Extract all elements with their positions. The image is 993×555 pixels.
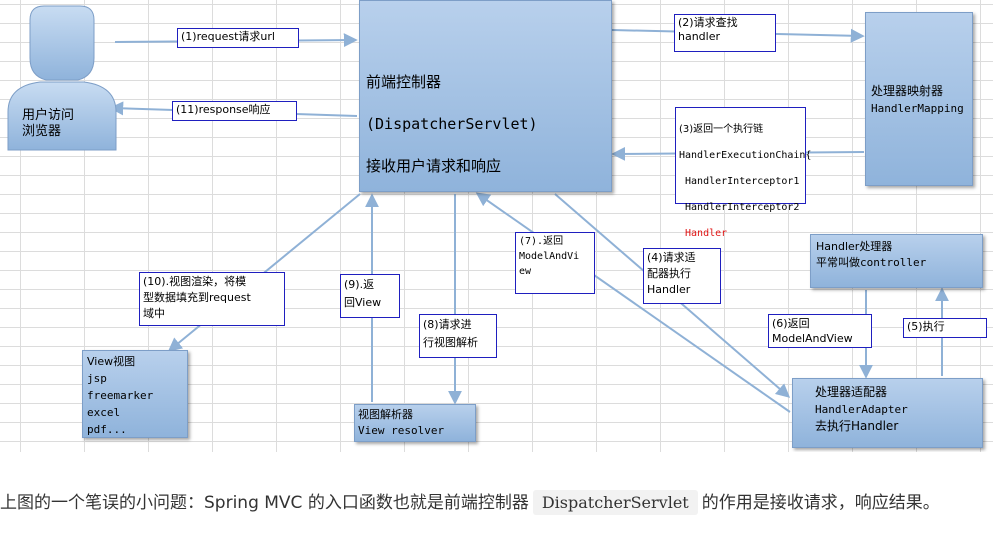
view-item: freemarker	[87, 389, 154, 402]
step-11-label: (11)response响应	[172, 101, 297, 121]
user-silhouette-icon	[7, 5, 117, 151]
view-resolver-title: 视图解析器	[358, 408, 413, 421]
view-item: View视图	[87, 355, 136, 368]
caption-text-before: 上图的一个笔误的小问题：Spring MVC 的入口函数也就是前端控制器	[0, 493, 529, 513]
dispatcher-title: 前端控制器	[366, 73, 442, 91]
view-item: excel	[87, 406, 121, 419]
step-9-label: (9).返 回View	[340, 274, 400, 318]
step-3-handler: Handler	[679, 228, 728, 239]
step-6-label: (6)返回 ModelAndView	[768, 314, 872, 348]
view-resolver-classname: View resolver	[358, 424, 445, 437]
step-3-label: (3)返回一个执行链 HandlerExecutionChain{ Handle…	[675, 107, 812, 265]
step-3-title: (3)返回一个执行链	[679, 124, 764, 135]
step-3-interceptor-2: HandlerInterceptor2	[679, 202, 800, 213]
handler-adapter-desc: 去执行Handler	[815, 419, 899, 433]
handler-mapping-title: 处理器映射器	[871, 84, 944, 98]
caption-text-after: 的作用是接收请求，响应结果。	[701, 493, 940, 513]
step-10-label: (10).视图渲染，将模 型数据填充到request 域中	[139, 272, 285, 326]
dispatcher-servlet-box: 前端控制器 (DispatcherServlet) 接收用户请求和响应	[359, 0, 612, 192]
step-2-label: (2)请求查找 handler	[674, 14, 776, 52]
step-5-label: (5)执行	[903, 318, 987, 338]
handler-adapter-box: 处理器适配器 HandlerAdapter 去执行Handler	[792, 378, 983, 448]
view-resolver-box: 视图解析器 View resolver	[354, 404, 476, 442]
diagram-canvas: 用户访问 浏览器 前端控制器 (DispatcherServlet) 接收用户请…	[0, 0, 993, 452]
caption-inline-code: DispatcherServlet	[532, 490, 698, 515]
arrow-7-return-mav	[475, 192, 791, 413]
handler-adapter-classname: HandlerAdapter	[815, 403, 908, 416]
handler-mapping-classname: HandlerMapping	[871, 102, 964, 115]
dispatcher-classname: (DispatcherServlet)	[366, 115, 538, 133]
step-4-label: (4)请求适 配器执行 Handler	[643, 248, 721, 304]
step-3-interceptor-1: HandlerInterceptor1	[679, 176, 800, 187]
handler-adapter-title: 处理器适配器	[815, 385, 888, 399]
dispatcher-desc: 接收用户请求和响应	[366, 157, 502, 175]
view-box: View视图 jsp freemarker excel pdf...	[82, 350, 188, 438]
handler-box: Handler处理器 平常叫做controller	[810, 234, 983, 288]
step-1-label: (1)request请求url	[177, 28, 299, 48]
step-7-label: (7).返回 ModelAndVi ew	[515, 232, 595, 294]
view-item: pdf...	[87, 423, 127, 436]
handler-desc: 平常叫做controller	[816, 256, 927, 269]
handler-title: Handler处理器	[816, 240, 893, 253]
handler-mapping-box: 处理器映射器 HandlerMapping	[865, 12, 973, 186]
view-item: jsp	[87, 372, 107, 385]
step-8-label: (8)请求进 行视图解析	[419, 314, 497, 358]
step-3-chain: HandlerExecutionChain{	[679, 150, 812, 161]
user-label: 用户访问 浏览器	[22, 108, 75, 139]
